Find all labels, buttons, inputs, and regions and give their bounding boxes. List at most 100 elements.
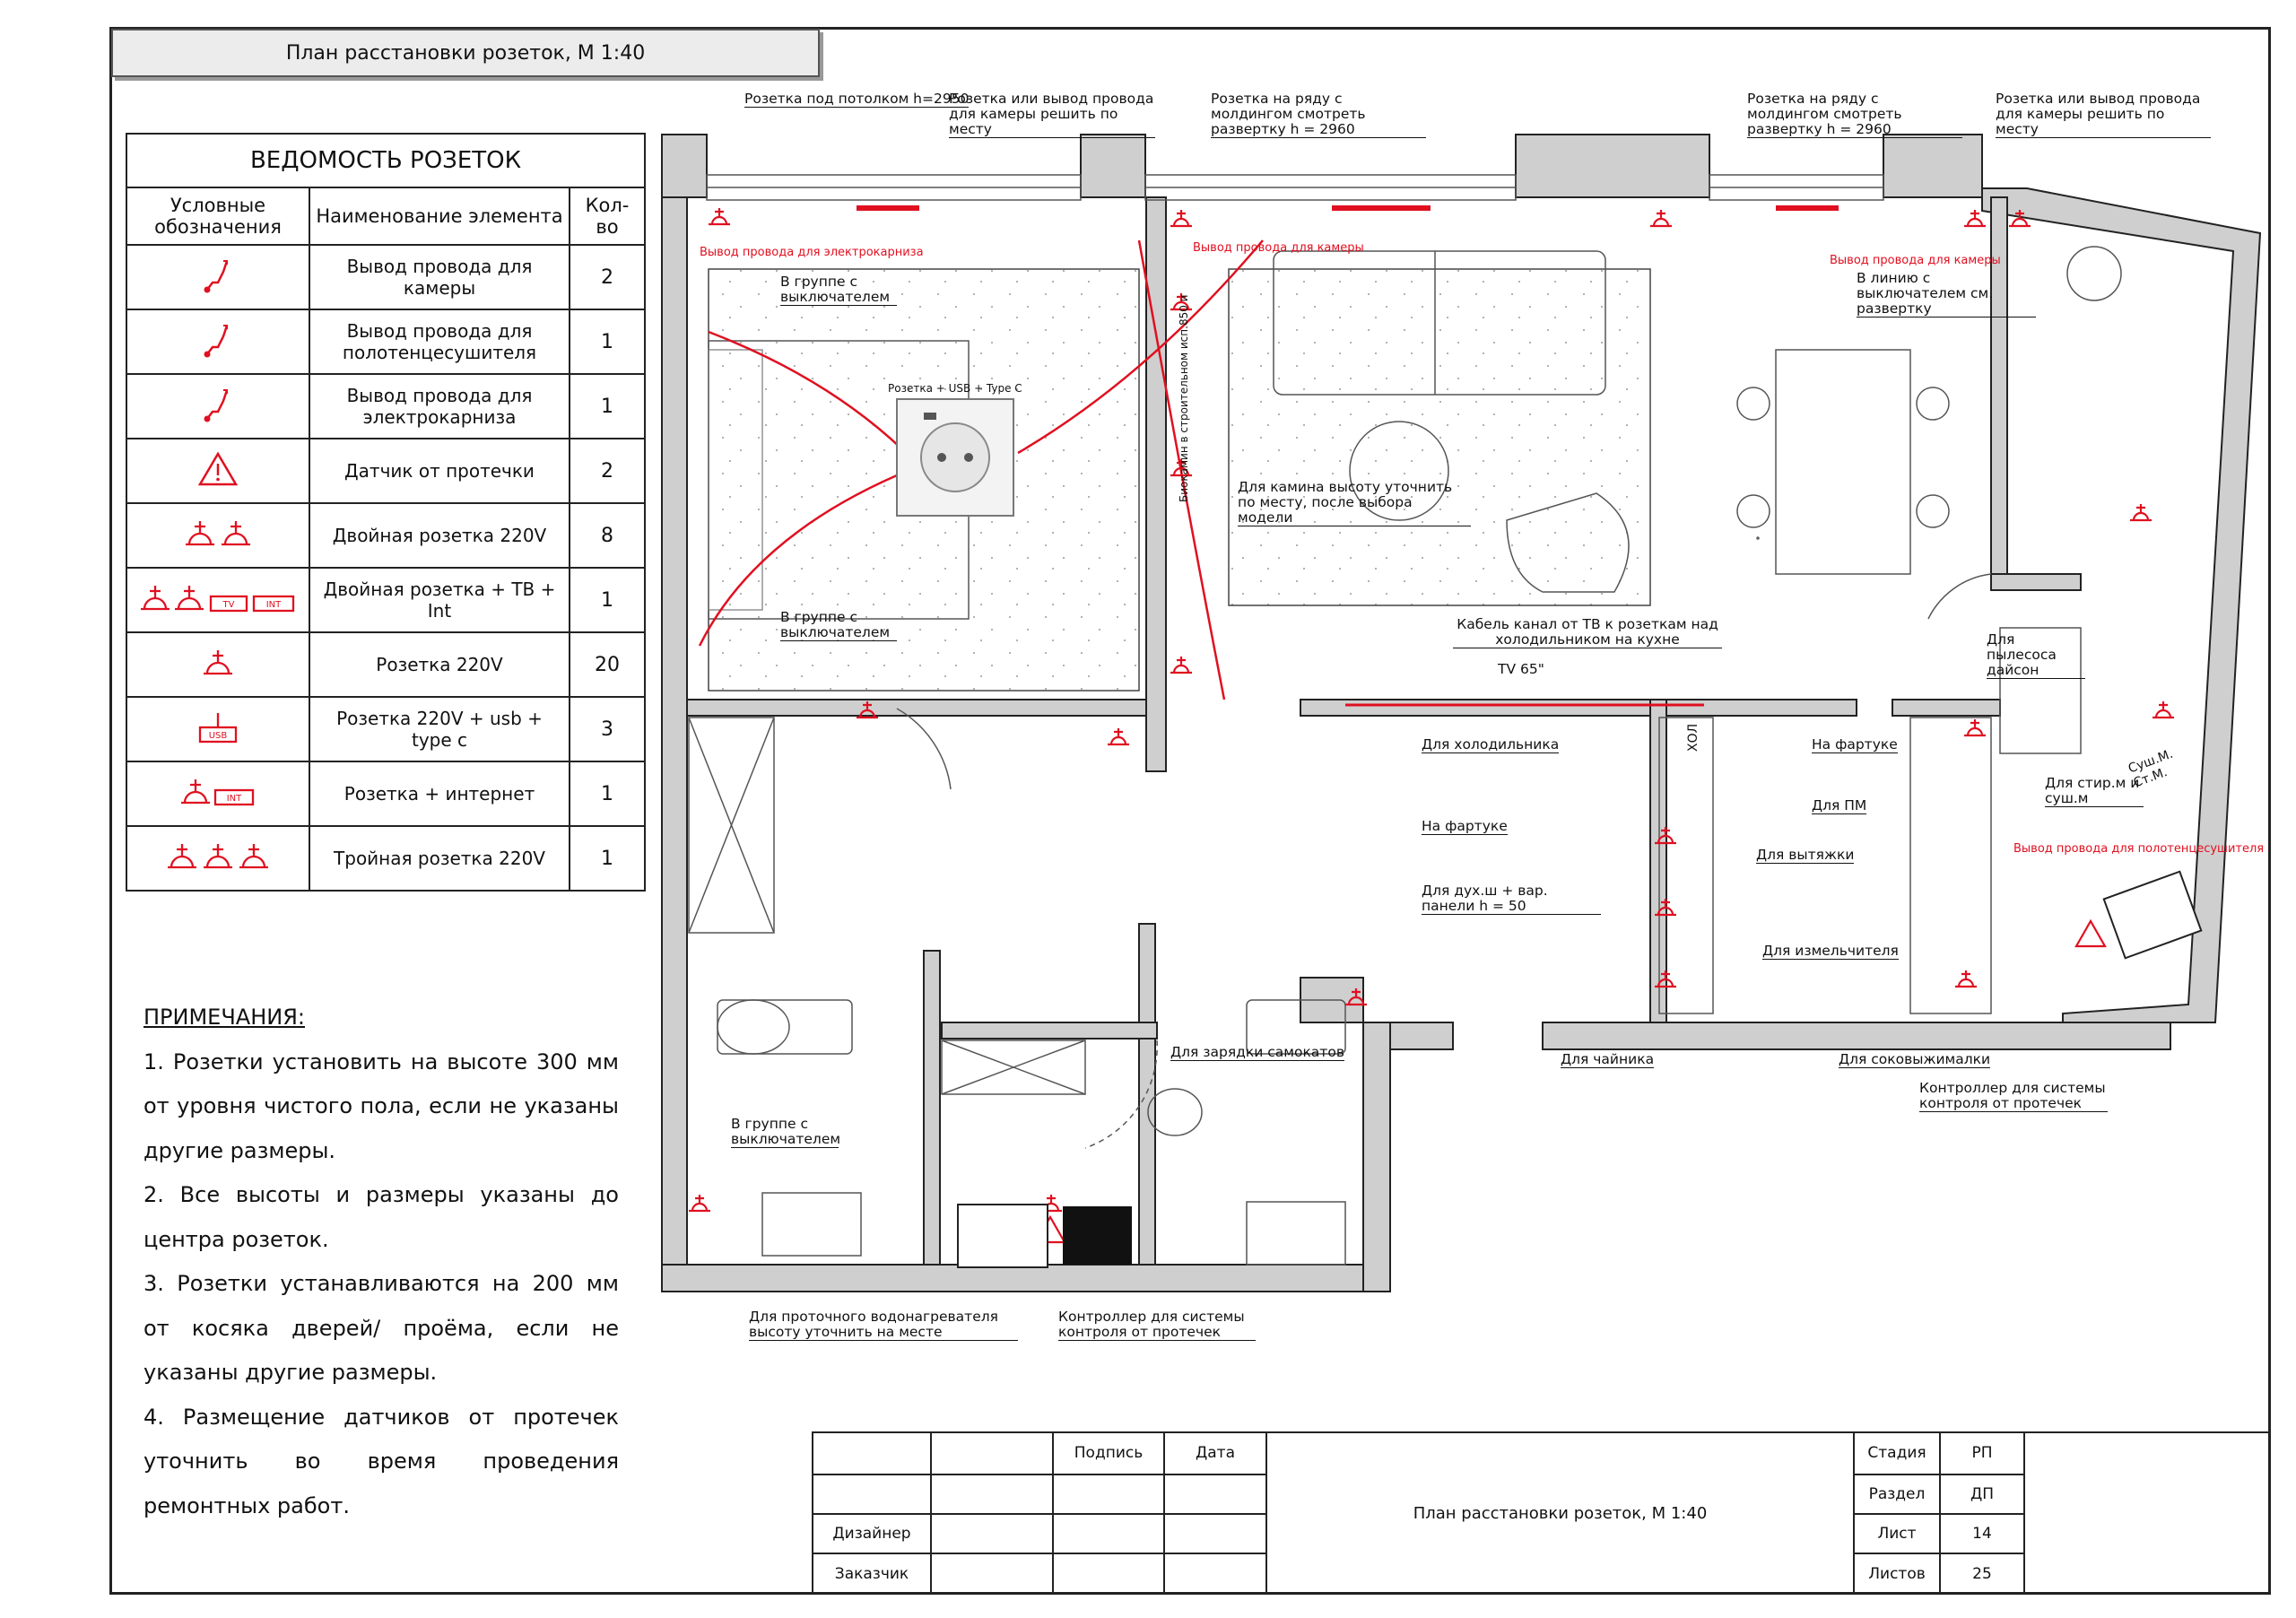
title-block: Подпись Дата План расстановки розеток, М… xyxy=(812,1431,2271,1595)
label-vacuum: Для пылесоса дайсон xyxy=(1987,632,2085,679)
label-hood: Для вытяжки xyxy=(1756,847,1855,864)
sheets-value: 25 xyxy=(1939,1553,2025,1595)
svg-text:INT: INT xyxy=(227,794,242,804)
double-socket-tv-int-icon: TV INT xyxy=(126,567,310,633)
label-inline-switch: В линию с выключателем см. развертку xyxy=(1857,271,2036,318)
label-water-heater: Для проточного водонагревателя высоту ут… xyxy=(749,1309,1018,1341)
label-tv: TV 65" xyxy=(1498,661,1544,677)
label-towel-wire: Вывод провода для полотенцесушителя xyxy=(2013,842,2265,856)
section-label: Раздел xyxy=(1853,1473,1941,1516)
label-scooters: Для зарядки самокатов xyxy=(1170,1044,1344,1061)
note-item: 1. Розетки установить на высоте 300 мм о… xyxy=(144,1048,619,1163)
label-juicer: Для соковыжималки xyxy=(1839,1051,1991,1068)
sheet-value: 14 xyxy=(1939,1512,2025,1555)
label-group-switch-1: В группе с выключателем xyxy=(780,274,897,306)
drawing-name: План расстановки розеток, М 1:40 xyxy=(1265,1431,1855,1595)
socket-icon xyxy=(126,631,310,698)
socket-markers xyxy=(689,208,2174,1244)
label-camera-wire-2: Вывод провода для камеры xyxy=(1830,254,2001,267)
stage-label: Стадия xyxy=(1853,1431,1941,1475)
sheets-label: Листов xyxy=(1853,1553,1941,1595)
label-curtain-wire: Вывод провода для электрокарниза xyxy=(700,246,924,259)
svg-text:USB: USB xyxy=(209,731,228,741)
label-tv-cable: Кабель канал от ТВ к розеткам над холоди… xyxy=(1453,617,1722,648)
notes-block: ПРИМЕЧАНИЯ: 1. Розетки установить на выс… xyxy=(144,996,619,1528)
socket-schedule: ВЕДОМОСТЬ РОЗЕТОК Условные обозначения Н… xyxy=(126,133,646,892)
sign-label: Подпись xyxy=(1052,1431,1165,1475)
curtain-rail-wire-outlet-icon xyxy=(126,373,310,439)
schedule-item-name: Двойная розетка + ТВ + Int xyxy=(309,567,570,633)
schedule-item-qty: 1 xyxy=(569,373,646,439)
schedule-row: USB Розетка 220V + usb + type c 3 xyxy=(126,696,646,762)
schedule-item-name: Вывод провода для камеры xyxy=(309,244,570,310)
label-fridge: Для холодильника xyxy=(1422,736,1560,753)
label-camera-wire-1: Вывод провода для камеры xyxy=(1193,241,1364,255)
schedule-header-qty: Кол-во xyxy=(569,187,646,246)
schedule-row: Вывод провода для полотенцесушителя 1 xyxy=(126,309,646,375)
label-camera-outlet-right: Розетка или вывод провода для камеры реш… xyxy=(1996,91,2211,138)
schedule-item-qty: 2 xyxy=(569,438,646,504)
sheet-label: Лист xyxy=(1853,1512,1941,1555)
camera-wire-outlet-icon xyxy=(126,244,310,310)
label-leak-controller-2: Контроллер для системы контроля от проте… xyxy=(1058,1309,1256,1341)
svg-text:TV: TV xyxy=(222,600,235,610)
schedule-item-name: Вывод провода для полотенцесушителя xyxy=(309,309,570,375)
schedule-row: Тройная розетка 220V 1 xyxy=(126,825,646,892)
schedule-item-name: Двойная розетка 220V xyxy=(309,502,570,569)
triple-socket-icon xyxy=(126,825,310,892)
schedule-row: TV INT Двойная розетка + ТВ + Int 1 xyxy=(126,567,646,633)
customer-label: Заказчик xyxy=(812,1553,932,1595)
note-item: 2. Все высоты и размеры указаны до центр… xyxy=(144,1182,619,1252)
label-backsplash-2: На фартуке xyxy=(1812,736,1898,753)
schedule-item-qty: 8 xyxy=(569,502,646,569)
schedule-row: INT Розетка + интернет 1 xyxy=(126,761,646,827)
label-camera-outlet-left: Розетка или вывод провода для камеры реш… xyxy=(949,91,1155,138)
date-label: Дата xyxy=(1163,1431,1267,1475)
notes-heading: ПРИМЕЧАНИЯ: xyxy=(144,1005,305,1030)
section-value: ДП xyxy=(1939,1473,2025,1516)
schedule-item-name: Тройная розетка 220V xyxy=(309,825,570,892)
schedule-title: ВЕДОМОСТЬ РОЗЕТОК xyxy=(126,133,646,187)
designer-label: Дизайнер xyxy=(812,1512,932,1555)
label-usb-socket: Розетка + USB + Type C xyxy=(888,382,1022,395)
schedule-item-qty: 1 xyxy=(569,309,646,375)
schedule-item-qty: 3 xyxy=(569,696,646,762)
sheet-title: План расстановки розеток, М 1:40 xyxy=(111,29,820,77)
label-fireplace: Для камина высоту уточнить по месту, пос… xyxy=(1238,480,1471,526)
socket-internet-icon: INT xyxy=(126,761,310,827)
schedule-item-name: Розетка 220V xyxy=(309,631,570,698)
label-grinder: Для измельчителя xyxy=(1762,943,1899,960)
stage-value: РП xyxy=(1939,1431,2025,1475)
schedule-item-qty: 1 xyxy=(569,567,646,633)
label-backsplash-1: На фартуке xyxy=(1422,818,1508,835)
schedule-item-qty: 1 xyxy=(569,825,646,892)
label-dishwasher: Для ПМ xyxy=(1812,797,1867,814)
floor-plan xyxy=(661,134,2262,1292)
label-molding-right: Розетка на ряду с молдингом смотреть раз… xyxy=(1747,91,1962,138)
schedule-item-qty: 2 xyxy=(569,244,646,310)
leak-sensor-icon xyxy=(126,438,310,504)
schedule-item-name: Датчик от протечки xyxy=(309,438,570,504)
label-molding-left: Розетка на ряду с молдингом смотреть раз… xyxy=(1211,91,1426,138)
socket-usb-icon: USB xyxy=(126,696,310,762)
label-ceiling-outlet: Розетка под потолком h=2950 xyxy=(744,91,970,108)
schedule-row: Вывод провода для камеры 2 xyxy=(126,244,646,310)
label-washer: Для стир.м и суш.м xyxy=(2045,776,2144,807)
schedule-item-name: Розетка + интернет xyxy=(309,761,570,827)
label-bio-fireplace: Биокамин в строительном исп.850 и xyxy=(1178,294,1190,502)
schedule-item-name: Вывод провода для электрокарниза xyxy=(309,373,570,439)
double-socket-icon xyxy=(126,502,310,569)
schedule-item-qty: 1 xyxy=(569,761,646,827)
schedule-header-name: Наименование элемента xyxy=(309,187,570,246)
wall-pier xyxy=(1080,134,1146,198)
schedule-row: Вывод провода для электрокарниза 1 xyxy=(126,373,646,439)
label-group-switch-2: В группе с выключателем xyxy=(780,610,897,641)
label-hall: ХОЛ xyxy=(1686,723,1700,752)
svg-text:INT: INT xyxy=(266,600,282,610)
label-leak-controller-1: Контроллер для системы контроля от проте… xyxy=(1919,1081,2108,1112)
schedule-item-name: Розетка 220V + usb + type c xyxy=(309,696,570,762)
note-item: 3. Розетки устанавливаются на 200 мм от … xyxy=(144,1271,619,1385)
towel-heater-wire-outlet-icon xyxy=(126,309,310,375)
schedule-row: Датчик от протечки 2 xyxy=(126,438,646,504)
label-oven: Для дух.ш + вар. панели h = 50 xyxy=(1422,883,1601,915)
